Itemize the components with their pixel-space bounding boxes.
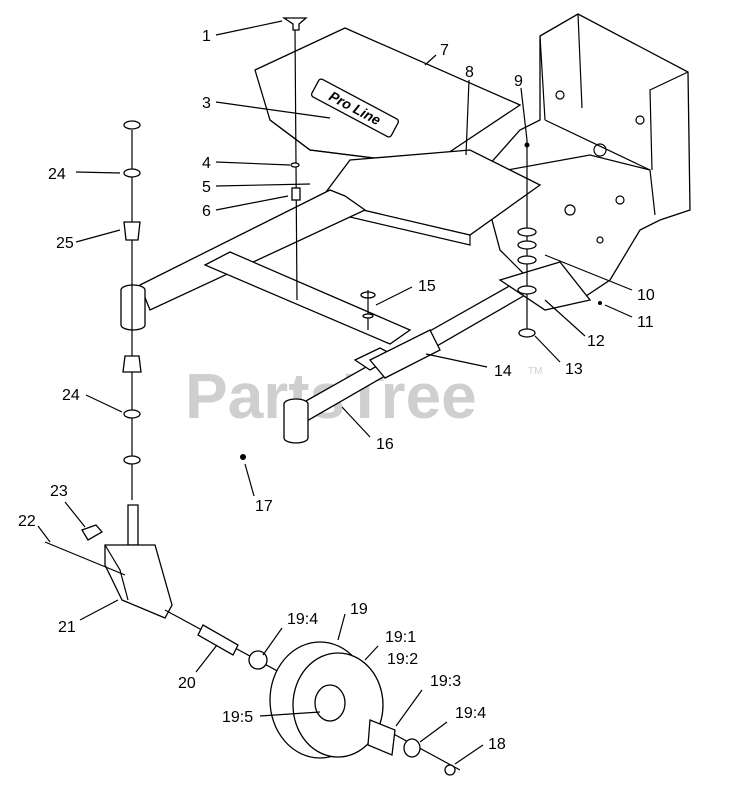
callout-23: 23 (50, 483, 68, 500)
callout-6: 6 (202, 203, 211, 220)
callout-3: 3 (202, 95, 211, 112)
callout-12: 12 (587, 333, 605, 350)
watermark-trademark: TM (528, 366, 542, 377)
caster-fork (44, 504, 173, 619)
callout-5: 5 (202, 179, 211, 196)
callout-20: 20 (178, 675, 196, 692)
callout-13: 13 (565, 361, 583, 378)
leader-lines (37, 20, 633, 765)
callout-1: 1 (202, 28, 211, 45)
right-hardware (517, 140, 602, 338)
callout-19: 19 (350, 601, 368, 618)
callout-25: 25 (56, 235, 74, 252)
callout-19-2: 19:2 (387, 651, 418, 668)
callout-8: 8 (465, 64, 474, 81)
callout-24-bottom: 24 (62, 387, 80, 404)
callout-22: 22 (18, 513, 36, 530)
main-frame (139, 189, 592, 426)
left-hardware-stack (122, 120, 142, 500)
center-fasteners (240, 17, 376, 460)
callout-11: 11 (637, 314, 654, 331)
callout-24-top: 24 (48, 166, 66, 183)
callout-labels: 1 3 4 5 6 7 8 9 10 11 12 13 14 15 16 17 … (18, 28, 655, 753)
callout-19-3: 19:3 (430, 673, 461, 690)
callout-9: 9 (514, 73, 523, 90)
callout-7: 7 (440, 42, 449, 59)
callout-19-4-left: 19:4 (287, 611, 318, 628)
seat-cover: Pro Line (254, 27, 522, 166)
chassis-frame (479, 13, 691, 301)
pivot-tubes (120, 284, 309, 444)
callout-4: 4 (202, 155, 211, 172)
callout-14: 14 (494, 363, 512, 380)
callout-19-1: 19:1 (385, 629, 416, 646)
callout-16: 16 (376, 436, 394, 453)
caster-wheel (248, 641, 456, 776)
callout-10: 10 (637, 287, 655, 304)
callout-17: 17 (255, 498, 273, 515)
callout-18: 18 (488, 736, 506, 753)
callout-19-4-right: 19:4 (455, 705, 486, 722)
callout-15: 15 (418, 278, 436, 295)
callout-21: 21 (58, 619, 76, 636)
callout-19-5: 19:5 (222, 709, 253, 726)
